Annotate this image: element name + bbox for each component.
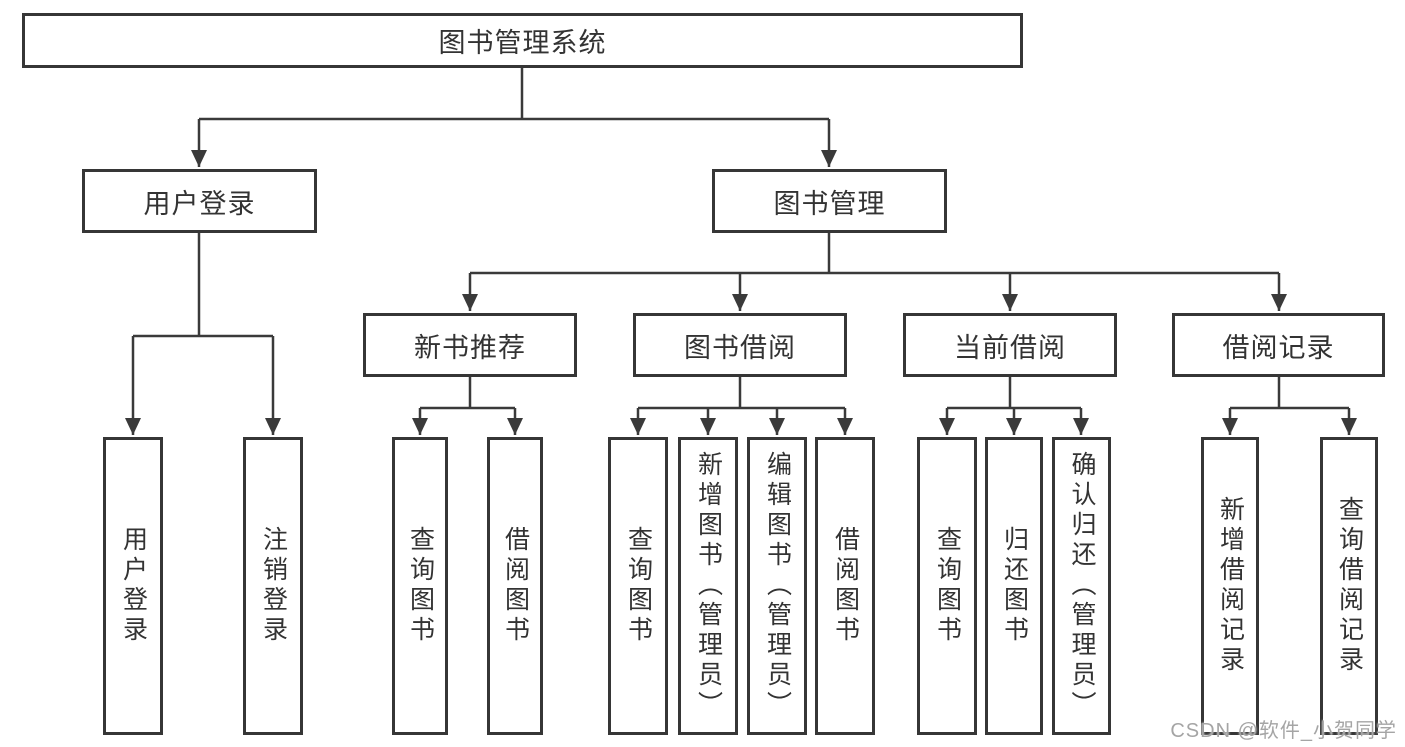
leaf-logout: 注销登录 [243, 437, 303, 735]
leaf-return-books-label: 归还图书 [1000, 526, 1029, 646]
leaf-query-books-current: 查询图书 [917, 437, 977, 735]
leaf-add-borrow-record-label: 新增借阅记录 [1216, 496, 1245, 676]
connector-book-management [470, 233, 1279, 275]
connector-current-borrow [947, 377, 1081, 410]
node-root-system-label: 图书管理系统 [438, 28, 607, 58]
leaf-confirm-return-admin: 确认归还（管理员） [1052, 437, 1111, 735]
csdn-watermark: CSDN @软件_小贺同学 [1170, 720, 1397, 742]
connector-root [199, 68, 829, 121]
leaf-edit-books-admin: 编辑图书（管理员） [747, 437, 807, 735]
node-book-borrow: 图书借阅 [633, 313, 847, 377]
leaf-logout-label: 注销登录 [259, 526, 288, 646]
node-new-book-recommend: 新书推荐 [363, 313, 577, 377]
leaf-query-books-borrow: 查询图书 [608, 437, 668, 735]
connector-book-borrow [638, 377, 845, 410]
node-borrow-records: 借阅记录 [1172, 313, 1385, 377]
leaf-query-books-current-label: 查询图书 [933, 526, 962, 646]
leaf-edit-books-admin-label: 编辑图书（管理员） [763, 451, 792, 721]
leaf-query-books-recommend-label: 查询图书 [406, 526, 435, 646]
leaf-add-books-admin: 新增图书（管理员） [678, 437, 738, 735]
node-current-borrow-label: 当前借阅 [954, 332, 1066, 363]
leaf-query-borrow-record-label: 查询借阅记录 [1335, 496, 1364, 676]
leaf-borrow-books-recommend-label: 借阅图书 [501, 526, 530, 646]
connector-borrow-records [1230, 377, 1349, 410]
leaf-confirm-return-admin-label: 确认归还（管理员） [1068, 451, 1096, 721]
node-user-login: 用户登录 [82, 169, 317, 233]
leaf-query-borrow-record: 查询借阅记录 [1320, 437, 1378, 735]
leaf-borrow-books: 借阅图书 [815, 437, 875, 735]
node-new-book-recommend-label: 新书推荐 [414, 332, 526, 363]
leaf-query-books-recommend: 查询图书 [392, 437, 448, 735]
leaf-add-borrow-record: 新增借阅记录 [1201, 437, 1259, 735]
node-borrow-records-label: 借阅记录 [1222, 332, 1335, 363]
leaf-user-login-label: 用户登录 [119, 526, 148, 646]
leaf-borrow-books-recommend: 借阅图书 [487, 437, 543, 735]
node-root-system: 图书管理系统 [22, 13, 1023, 68]
node-current-borrow: 当前借阅 [903, 313, 1117, 377]
leaf-query-books-borrow-label: 查询图书 [624, 526, 653, 646]
leaf-return-books: 归还图书 [985, 437, 1043, 735]
node-book-borrow-label: 图书借阅 [684, 332, 796, 363]
leaf-add-books-admin-label: 新增图书（管理员） [694, 451, 723, 721]
node-book-management: 图书管理 [712, 169, 947, 233]
connector-new-book-recommend [420, 377, 515, 410]
leaf-user-login: 用户登录 [103, 437, 163, 735]
node-book-management-label: 图书管理 [773, 188, 886, 219]
leaf-borrow-books-label: 借阅图书 [831, 526, 860, 646]
connector-user-login [133, 233, 273, 338]
node-user-login-label: 用户登录 [143, 188, 256, 219]
